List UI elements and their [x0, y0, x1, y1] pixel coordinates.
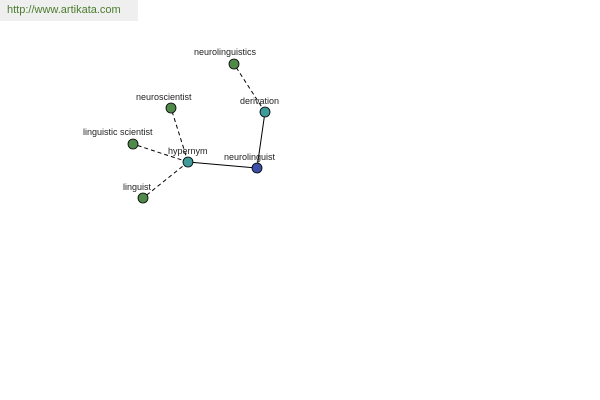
node-label: neurolinguistics: [194, 47, 257, 57]
source-bar: http://www.artikata.com: [0, 0, 138, 21]
edge-neurolinguist-hypernym: [187, 161, 258, 169]
node-neurolinguist[interactable]: neurolinguist: [224, 152, 276, 174]
edge-hypernym-linguist: [142, 161, 189, 199]
node-neurolinguistics[interactable]: neurolinguistics: [194, 47, 257, 70]
node-dot[interactable]: [165, 102, 177, 114]
source-link[interactable]: http://www.artikata.com: [7, 4, 121, 16]
node-dot[interactable]: [228, 58, 240, 70]
node-dot[interactable]: [259, 106, 271, 118]
node-label: linguistic scientist: [83, 127, 153, 137]
node-label: neuroscientist: [136, 92, 192, 102]
node-label: neurolinguist: [224, 152, 276, 162]
edge-derivation-neurolinguistics: [233, 63, 266, 113]
edge-neurolinguist-derivation: [256, 111, 266, 169]
node-label: derivation: [240, 96, 279, 106]
node-linguistic-scientist[interactable]: linguistic scientist: [83, 127, 153, 150]
node-dot[interactable]: [182, 156, 194, 168]
edge-hypernym-neuroscientist: [170, 107, 189, 163]
edge-hypernym-linguistic_scientist: [132, 143, 189, 163]
nodes-layer: neurolinguist hypernym derivation neuroling…: [83, 47, 279, 204]
node-dot[interactable]: [137, 192, 149, 204]
node-hypernym[interactable]: hypernym: [168, 146, 208, 168]
node-label: linguist: [123, 182, 152, 192]
node-derivation[interactable]: derivation: [240, 96, 279, 118]
node-dot[interactable]: [251, 162, 263, 174]
node-linguist[interactable]: linguist: [123, 182, 152, 204]
node-label: hypernym: [168, 146, 208, 156]
node-dot[interactable]: [127, 138, 139, 150]
node-neuroscientist[interactable]: neuroscientist: [136, 92, 192, 114]
edges-layer: [132, 63, 266, 199]
